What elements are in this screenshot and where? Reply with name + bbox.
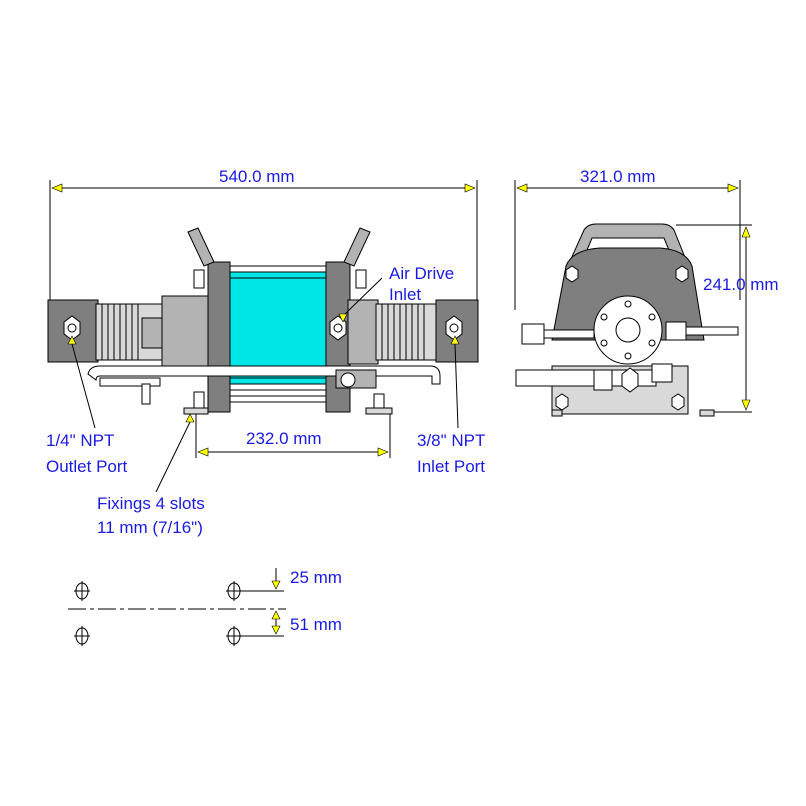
outlet-port-label-line2: Outlet Port [46,457,128,476]
overall-length-dimension: 540.0 mm [49,167,478,300]
air-drive-label-line1: Air Drive [389,264,454,283]
overall-width-label: 321.0 mm [580,167,656,186]
lower-pipe [99,377,161,387]
end-view: 321.0 mm 241.0 mm [514,167,779,417]
overall-length-label: 540.0 mm [219,167,295,186]
right-head [347,299,379,365]
fixing-span-dimension: 232.0 mm [195,414,391,458]
inlet-port-label-line1: 3/8" NPT [417,431,485,450]
lower-valve-nut [621,367,639,393]
fixing-slot-layout: 25 mm 51 mm [68,568,342,646]
overall-width-dimension: 321.0 mm [514,167,741,310]
overall-height-label: 241.0 mm [703,275,779,294]
end-cap-bolts [600,300,656,360]
inlet-port-label-line2: Inlet Port [417,457,485,476]
side-view: 540.0 mm [46,167,485,537]
tie-rod-top [229,265,329,273]
left-side-fitting [521,323,545,345]
drain-fitting [141,383,151,405]
slot-hole [226,626,246,646]
air-inlet-nut [329,315,347,341]
left-end-plate [207,261,231,413]
tie-rod-lower [229,395,329,403]
right-side-pipe [685,326,739,336]
right-finned-section [375,303,439,361]
outlet-port-nut [63,315,81,341]
left-mounting-foot [183,407,209,415]
right-lift-handle [343,227,371,267]
slot-hole [74,626,90,646]
air-drive-cylinder [229,271,329,385]
slot-offset-bottom-arrow [271,625,281,635]
end-left-foot [551,409,563,417]
end-housing [551,247,705,341]
inlet-port-nut [445,315,463,341]
end-right-foot [699,409,715,417]
fixing-span-label: 232.0 mm [246,429,322,448]
fixing-slot-marker [185,413,195,423]
air-inlet-marker [338,313,348,323]
tie-rod-bottom [229,383,329,391]
slot-offset-top-label: 25 mm [290,568,342,587]
slot-hole [226,581,246,601]
outlet-port-label-line1: 1/4" NPT [46,431,114,450]
housing-bolts [555,265,689,411]
air-drive-label-line2: Inlet [389,285,421,304]
slot-hole [74,581,90,601]
fixings-leader [155,421,191,493]
lower-fitting-right [651,363,673,383]
overall-height-dimension: 241.0 mm [676,224,779,413]
inlet-leader [454,343,459,429]
slot-offset-bottom-label: 51 mm [290,615,342,634]
fixings-label-line2: 11 mm (7/16") [97,518,203,537]
right-mounting-foot [365,407,393,415]
fixings-label-line1: Fixings 4 slots [97,494,205,513]
left-side-pipe [543,329,595,339]
slot-offset-top-arrow [271,580,281,590]
valve-knob [340,372,356,388]
air-inlet-leader [344,277,383,315]
left-head [161,295,211,369]
lower-valve [593,369,613,391]
left-lift-handle [187,227,215,267]
outlet-leader [71,343,96,429]
left-finned-section [95,303,165,361]
right-side-fitting [665,321,687,341]
